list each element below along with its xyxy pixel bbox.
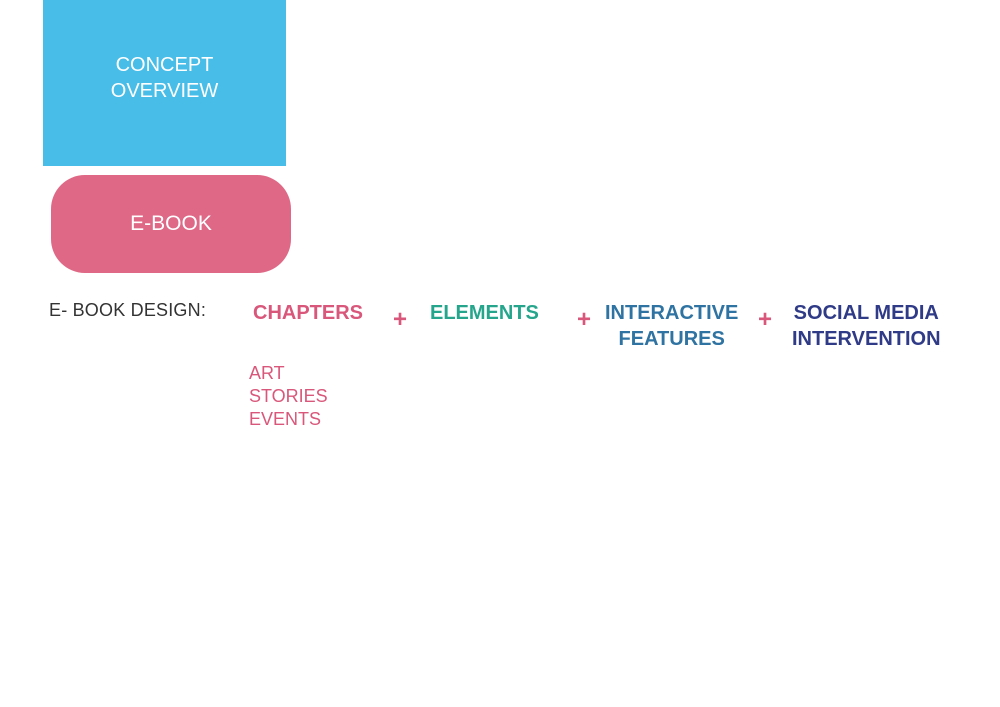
concept-overview-label: CONCEPT OVERVIEW <box>111 52 218 104</box>
ebook-label: E-BOOK <box>130 212 212 235</box>
component-social-media-intervention: SOCIAL MEDIA INTERVENTION <box>792 300 941 352</box>
elements-label: ELEMENTS <box>430 302 539 324</box>
chapter-item-events: EVENTS <box>249 409 322 429</box>
social-line-1: SOCIAL MEDIA <box>793 302 939 324</box>
component-elements: ELEMENTS <box>430 300 539 326</box>
chapter-item-stories: STORIES <box>249 386 328 406</box>
social-line-2: INTERVENTION <box>792 328 941 350</box>
plus-sign-2: + <box>577 306 592 333</box>
component-interactive-features: INTERACTIVE FEATURES <box>605 300 738 352</box>
chapters-label: CHAPTERS <box>253 302 364 324</box>
plus-sign-1: + <box>393 306 408 333</box>
interactive-line-1: INTERACTIVE <box>605 302 739 324</box>
concept-line-2: OVERVIEW <box>110 80 219 102</box>
ebook-design-label: E- BOOK DESIGN: <box>49 300 207 320</box>
ebook-pill: E-BOOK <box>51 175 291 273</box>
chapter-items-list: ART STORIES EVENTS <box>249 362 328 431</box>
concept-overview-box: CONCEPT OVERVIEW <box>43 0 286 166</box>
concept-line-1: CONCEPT <box>115 54 214 76</box>
interactive-line-2: FEATURES <box>618 328 725 350</box>
component-chapters: CHAPTERS <box>253 300 363 326</box>
chapter-item-art: ART <box>249 363 285 383</box>
plus-sign-3: + <box>758 306 773 333</box>
